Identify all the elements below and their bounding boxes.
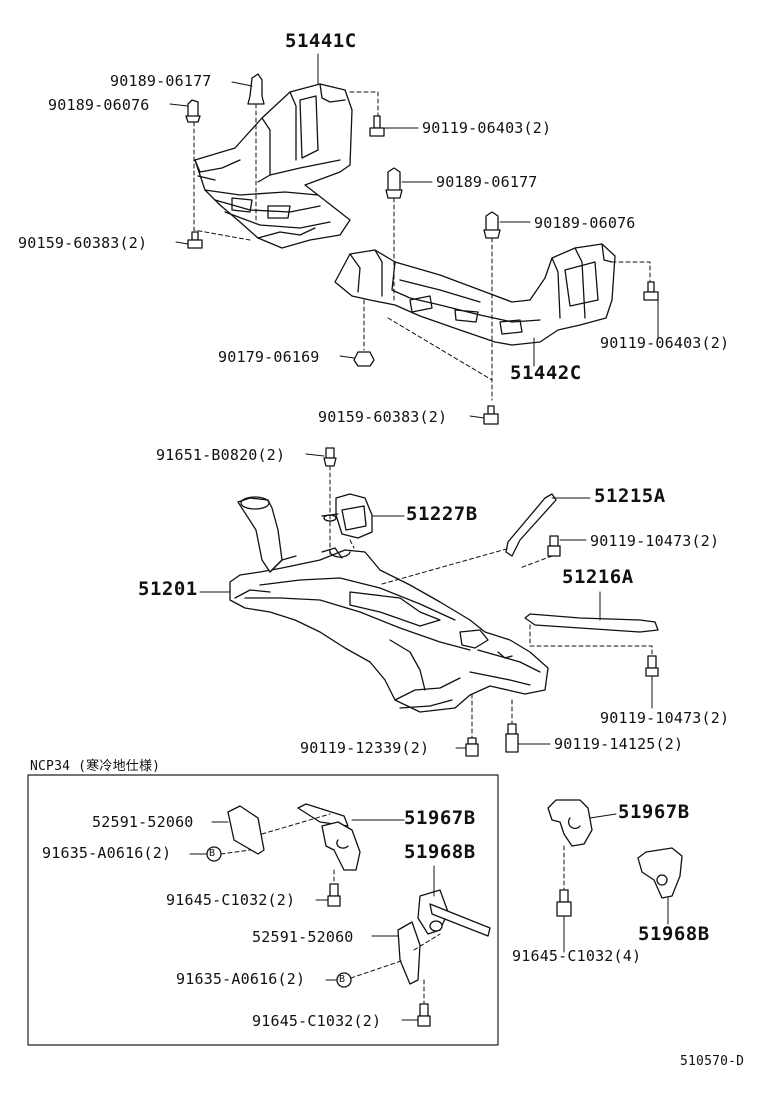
part-label-90119-10473: 90119-10473(2) [590, 532, 720, 550]
part-label-90119-12339: 90119-12339(2) [300, 739, 430, 757]
part-label-90119-14125: 90119-14125(2) [554, 735, 684, 753]
part-label-90189-06076: 90189-06076 [48, 96, 150, 114]
part-label-91635-a0616: 91635-A0616(2) [42, 844, 172, 862]
part-label-90159-60383: 90159-60383(2) [318, 408, 448, 426]
part-label-51227b: 51227B [406, 503, 478, 525]
part-label-51967b: 51967B [618, 801, 690, 823]
part-label-51215a: 51215A [594, 485, 666, 507]
part-label-91645-c1032: 91645-C1032(2) [252, 1012, 382, 1030]
part-label-51967b: 51967B [404, 807, 476, 829]
b-marker-label: B [209, 848, 216, 859]
ncp34-cold-spec-title: NCP34 (寒冷地仕様) [30, 759, 161, 774]
part-label-90189-06177: 90189-06177 [436, 173, 538, 191]
part-label-51442c: 51442C [510, 362, 582, 384]
part-label-90119-06403: 90119-06403(2) [600, 334, 730, 352]
ncp34-leaders [189, 819, 435, 1021]
part-label-91635-a0616: 91635-A0616(2) [176, 970, 306, 988]
part-label-91645-c1032: 91645-C1032(4) [512, 947, 642, 965]
part-label-51216a: 51216A [562, 566, 634, 588]
part-label-90189-06177: 90189-06177 [110, 72, 212, 90]
part-label-51201: 51201 [138, 578, 198, 600]
part-label-52591-52060: 52591-52060 [252, 928, 354, 946]
engine-under-cover-51441c [194, 83, 353, 249]
part-label-51968b: 51968B [638, 923, 710, 945]
leader-lines [169, 53, 659, 749]
front-suspension-crossmember-51201 [229, 496, 549, 713]
ncp34-inset-parts [227, 803, 491, 1027]
engine-under-cover-51442c [334, 243, 616, 346]
part-label-90159-60383: 90159-60383(2) [18, 234, 148, 252]
part-label-91651-b0820: 91651-B0820(2) [156, 446, 286, 464]
part-label-52591-52060: 52591-52060 [92, 813, 194, 831]
part-label-90119-10473: 90119-10473(2) [600, 709, 730, 727]
brace-51215a [505, 493, 557, 557]
part-label-90119-06403: 90119-06403(2) [422, 119, 552, 137]
part-label-91645-c1032: 91645-C1032(2) [166, 891, 296, 909]
b-marker-label: B [339, 974, 346, 985]
brace-51216a [524, 613, 659, 633]
right-leaders [563, 813, 669, 953]
part-label-51441c: 51441C [285, 30, 357, 52]
part-label-51968b: 51968B [404, 841, 476, 863]
part-label-90179-06169: 90179-06169 [218, 348, 320, 366]
diagram-code: 510570-D [680, 1054, 745, 1069]
ncp34-dashed [220, 813, 441, 1005]
right-brackets [547, 799, 683, 917]
ncp34-inset-frame [27, 774, 499, 1046]
part-label-90189-06076: 90189-06076 [534, 214, 636, 232]
dashed-guides [193, 91, 653, 739]
fasteners [185, 73, 659, 757]
b-markers [206, 846, 352, 988]
